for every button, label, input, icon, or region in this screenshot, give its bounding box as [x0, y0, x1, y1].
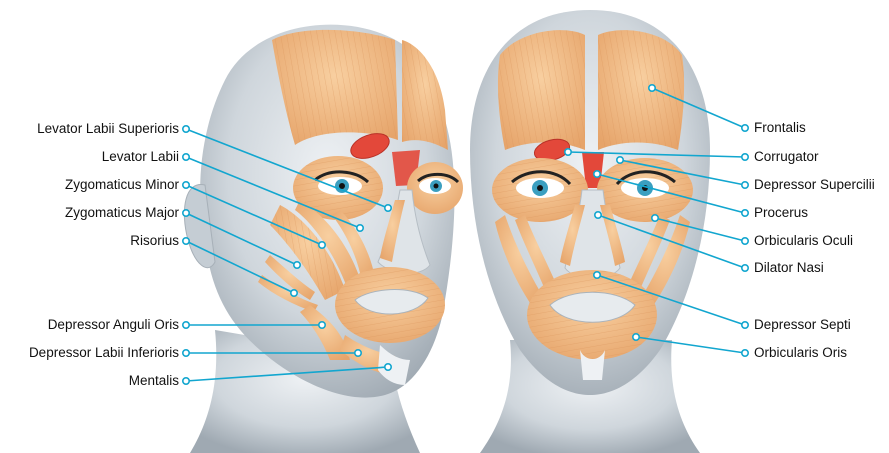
label-orbicularis-oris: Orbicularis Oris: [754, 345, 847, 361]
label-depressor-anguli-oris: Depressor Anguli Oris: [48, 317, 179, 333]
label-frontalis: Frontalis: [754, 120, 806, 136]
label-zygomaticus-major: Zygomaticus Major: [65, 205, 179, 221]
label-risorius: Risorius: [130, 233, 179, 249]
label-depressor-labii-inferioris: Depressor Labii Inferioris: [29, 345, 179, 361]
head-three-quarter-view: [184, 25, 463, 453]
label-levator-labii: Levator Labii: [102, 149, 179, 165]
label-mentalis: Mentalis: [129, 373, 179, 389]
head-frontal-view: [470, 10, 710, 453]
label-depressor-septi: Depressor Septi: [754, 317, 851, 333]
label-levator-labii-superioris: Levator Labii Superioris: [37, 121, 179, 137]
label-corrugator: Corrugator: [754, 149, 819, 165]
label-dilator-nasi: Dilator Nasi: [754, 260, 824, 276]
label-procerus: Procerus: [754, 205, 808, 221]
label-orbicularis-oculi: Orbicularis Oculi: [754, 233, 853, 249]
label-depressor-supercilii: Depressor Supercilii: [754, 177, 875, 193]
label-zygomaticus-minor: Zygomaticus Minor: [65, 177, 179, 193]
